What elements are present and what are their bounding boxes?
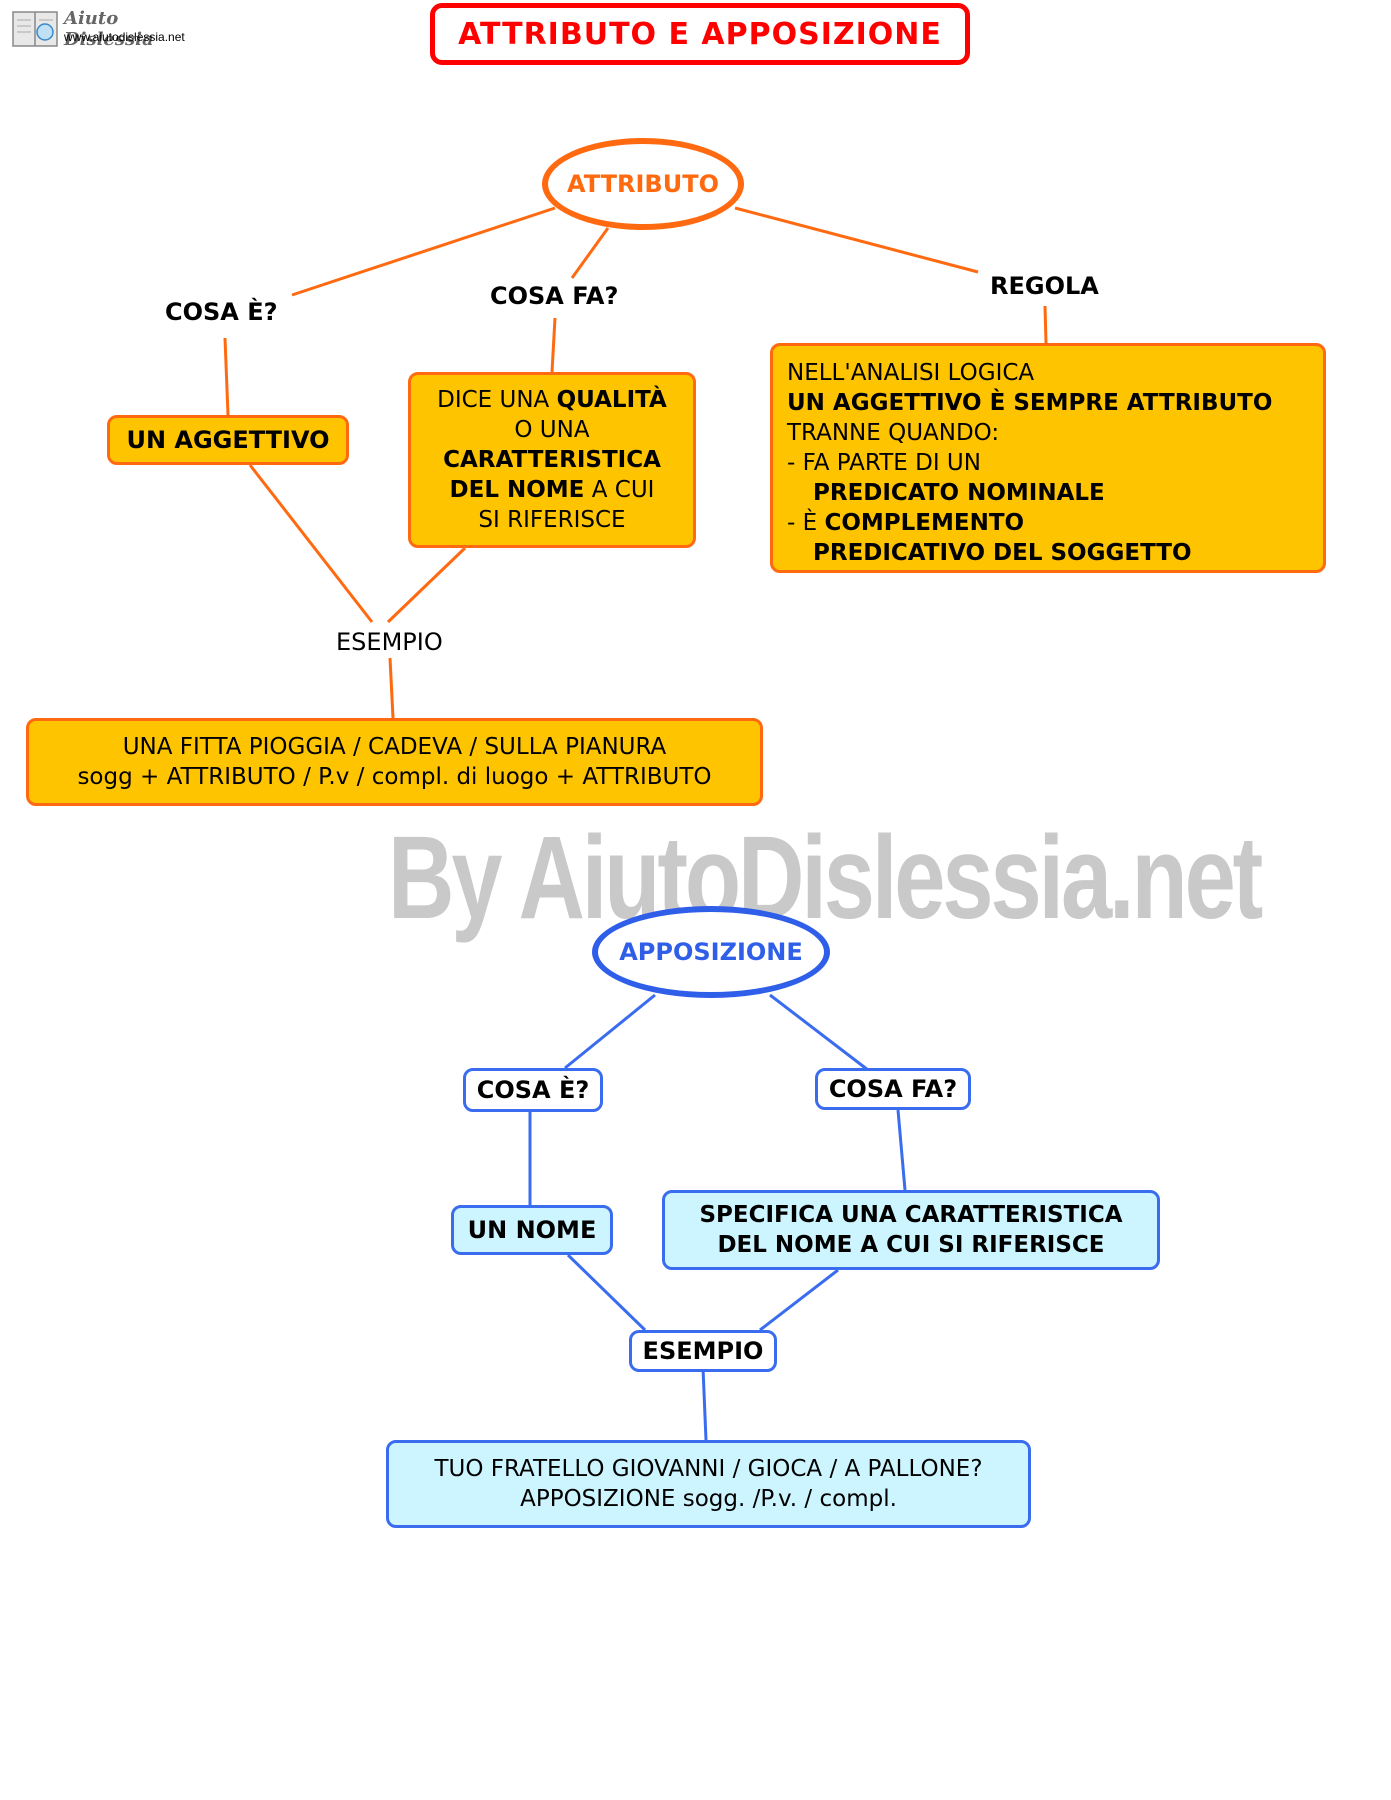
specifica-line-2: DEL NOME A CUI SI RIFERISCE [717,1232,1105,1258]
qualita-line-3: CARATTERISTICA [443,447,661,473]
attributo-regola-label: REGOLA [990,272,1099,300]
attributo-root-node: ATTRIBUTO [542,138,744,230]
attributo-example-line-1: UNA FITTA PIOGGIA / CADEVA / SULLA PIANU… [122,734,667,760]
regola-line-6a: - È [787,510,825,536]
attributo-esempio-label: ESEMPIO [336,628,443,656]
regola-line-6b: COMPLEMENTO [824,510,1025,536]
apposizione-cosa-fa-text: COSA FA? [828,1075,958,1103]
logo-url: www.aiutodislessia.net [64,30,185,44]
qualita-line-2: O UNA [514,417,590,443]
qualita-line-1b: QUALITÀ [556,387,667,413]
page-title: ATTRIBUTO E APPOSIZIONE [430,3,970,65]
regola-line-5: PREDICATO NOMINALE [813,480,1105,506]
book-icon [12,11,58,47]
logo-name: Aiuto Dislessia [64,8,154,50]
specifica-node: SPECIFICA UNA CARATTERISTICA DEL NOME A … [662,1190,1160,1270]
apposizione-example-line-2: APPOSIZIONE sogg. /P.v. / compl. [520,1486,897,1512]
regola-line-7: PREDICATIVO DEL SOGGETTO [813,540,1192,566]
qualita-line-4b: A CUI [584,477,655,503]
apposizione-cosa-e-text: COSA È? [476,1076,590,1104]
apposizione-esempio-text: ESEMPIO [642,1337,764,1365]
apposizione-example-line-1: TUO FRATELLO GIOVANNI / GIOCA / A PALLON… [434,1456,983,1482]
apposizione-root-node: APPOSIZIONE [592,906,830,998]
apposizione-example-node: TUO FRATELLO GIOVANNI / GIOCA / A PALLON… [386,1440,1031,1528]
regola-line-4: - FA PARTE DI UN [787,450,981,476]
regola-line-3: TRANNE QUANDO: [787,420,1000,446]
apposizione-cosa-fa-node: COSA FA? [815,1068,971,1110]
watermark: By AiutoDislessia.net [388,812,1263,944]
apposizione-cosa-e-node: COSA È? [463,1068,603,1112]
un-aggettivo-node: UN AGGETTIVO [107,415,349,465]
qualita-node: DICE UNA QUALITÀ O UNA CARATTERISTICA DE… [408,372,696,548]
qualita-line-4a: DEL NOME [449,477,585,503]
attributo-cosa-fa-label: COSA FA? [490,282,619,310]
specifica-line-1: SPECIFICA UNA CARATTERISTICA [699,1202,1123,1228]
un-aggettivo-text: UN AGGETTIVO [126,426,330,454]
qualita-line-5: SI RIFERISCE [478,507,626,533]
regola-line-1: NELL'ANALISI LOGICA [787,360,1035,386]
logo: Aiuto Dislessia www.aiutodislessia.net [12,8,197,52]
un-nome-node: UN NOME [451,1205,613,1255]
attributo-example-node: UNA FITTA PIOGGIA / CADEVA / SULLA PIANU… [26,718,763,806]
qualita-line-1a: DICE UNA [437,387,557,413]
regola-line-2: UN AGGETTIVO È SEMPRE ATTRIBUTO [787,390,1273,416]
attributo-example-line-2: sogg + ATTRIBUTO / P.v / compl. di luogo… [77,764,712,790]
attributo-cosa-e-label: COSA È? [165,298,278,326]
regola-node: NELL'ANALISI LOGICA UN AGGETTIVO È SEMPR… [770,343,1326,573]
un-nome-text: UN NOME [467,1216,597,1244]
apposizione-esempio-node: ESEMPIO [629,1330,777,1372]
